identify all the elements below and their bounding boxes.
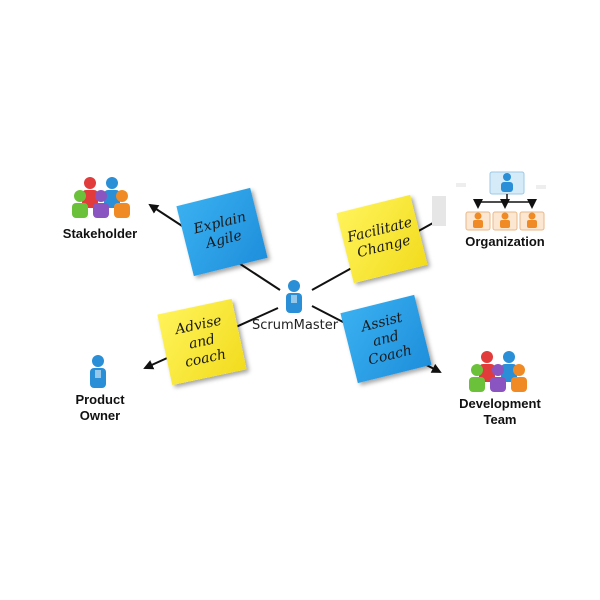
product-owner-label: Product Owner bbox=[75, 392, 125, 423]
stakeholder-label: Stakeholder bbox=[62, 226, 138, 241]
organization-chart-icon bbox=[432, 171, 546, 231]
scrummaster-label: ScrumMaster bbox=[252, 318, 339, 333]
organization-label: Organization bbox=[465, 234, 545, 249]
development-team-group-icon bbox=[469, 351, 527, 392]
product-owner-person-icon bbox=[90, 355, 106, 388]
scrummaster-person-icon bbox=[286, 280, 302, 313]
development-team-label: Development Team bbox=[459, 396, 541, 427]
stakeholder-group-icon bbox=[72, 177, 130, 218]
